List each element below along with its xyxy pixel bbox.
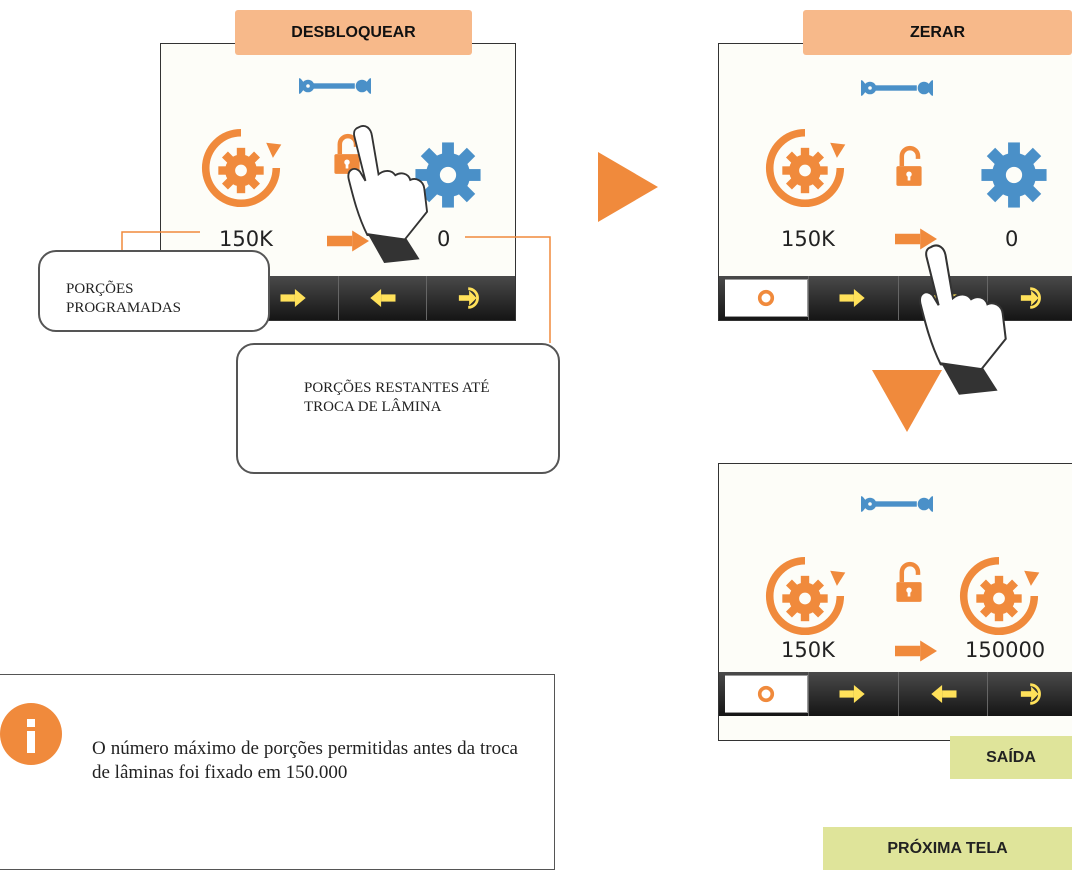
bottom-nav [719, 672, 1072, 716]
remaining-value: 150000 [965, 638, 1046, 662]
nav-home-button[interactable] [725, 675, 808, 713]
gear-rotate-orange-icon [763, 126, 847, 210]
remaining-value: 0 [437, 227, 451, 251]
arrow-right-nav-icon [839, 289, 867, 307]
tap-hand-icon [900, 236, 1022, 401]
bottom-nav [719, 276, 1072, 320]
remaining-value: 0 [1005, 227, 1019, 251]
nav-back-button[interactable] [897, 672, 988, 716]
programmed-value: 150K [781, 638, 835, 662]
programmed-value: 150K [219, 227, 273, 251]
programmed-value: 150K [781, 227, 835, 251]
nav-next-button[interactable] [808, 672, 898, 716]
gear-rotate-orange-icon [763, 554, 847, 638]
nav-exit-button[interactable] [987, 276, 1072, 320]
badge-reset: ZERAR [803, 10, 1072, 55]
screen-result: 150K 150000 [718, 463, 1072, 741]
home-icon [757, 685, 775, 703]
callout-remaining-text: PORÇÕES RESTANTES ATÉ TROCA DE LÂMINA [304, 380, 490, 415]
callout-programmed-text: PORÇÕES PROGRAMADAS [66, 281, 182, 316]
info-text: O número máximo de porções permitidas an… [92, 738, 518, 783]
nav-exit-button[interactable] [426, 276, 515, 320]
wrench-icon [861, 494, 933, 514]
nav-exit-button[interactable] [987, 672, 1072, 716]
nav-back-button[interactable] [897, 276, 988, 320]
exit-label: SAÍDA [950, 736, 1072, 779]
nav-back-button[interactable] [337, 276, 427, 320]
next-screen-label: PRÓXIMA TELA [823, 827, 1072, 870]
info-note: O número máximo de porções permitidas an… [0, 674, 555, 870]
callout-programmed: PORÇÕES PROGRAMADAS [38, 250, 270, 332]
gear-blue-icon [977, 138, 1051, 212]
flow-arrow-right-icon [598, 152, 658, 222]
screen-reset: 150K 0 [718, 43, 1072, 321]
arrow-right-nav-icon [839, 685, 867, 703]
flow-arrow-down-icon [872, 370, 942, 432]
badge-unlock: DESBLOQUEAR [235, 10, 472, 55]
info-icon [0, 703, 62, 765]
unlocked-icon [891, 560, 927, 606]
exit-icon [1019, 680, 1047, 708]
arrow-right-icon [895, 640, 937, 662]
nav-home-button[interactable] [725, 279, 808, 317]
nav-next-button[interactable] [808, 276, 898, 320]
exit-icon [1019, 284, 1047, 312]
callout-remaining: PORÇÕES RESTANTES ATÉ TROCA DE LÂMINA [236, 343, 560, 474]
gear-rotate-orange-icon [957, 554, 1041, 638]
home-icon [757, 289, 775, 307]
wrench-icon [861, 78, 933, 98]
arrow-left-nav-icon [929, 685, 957, 703]
unlocked-icon [891, 144, 927, 190]
